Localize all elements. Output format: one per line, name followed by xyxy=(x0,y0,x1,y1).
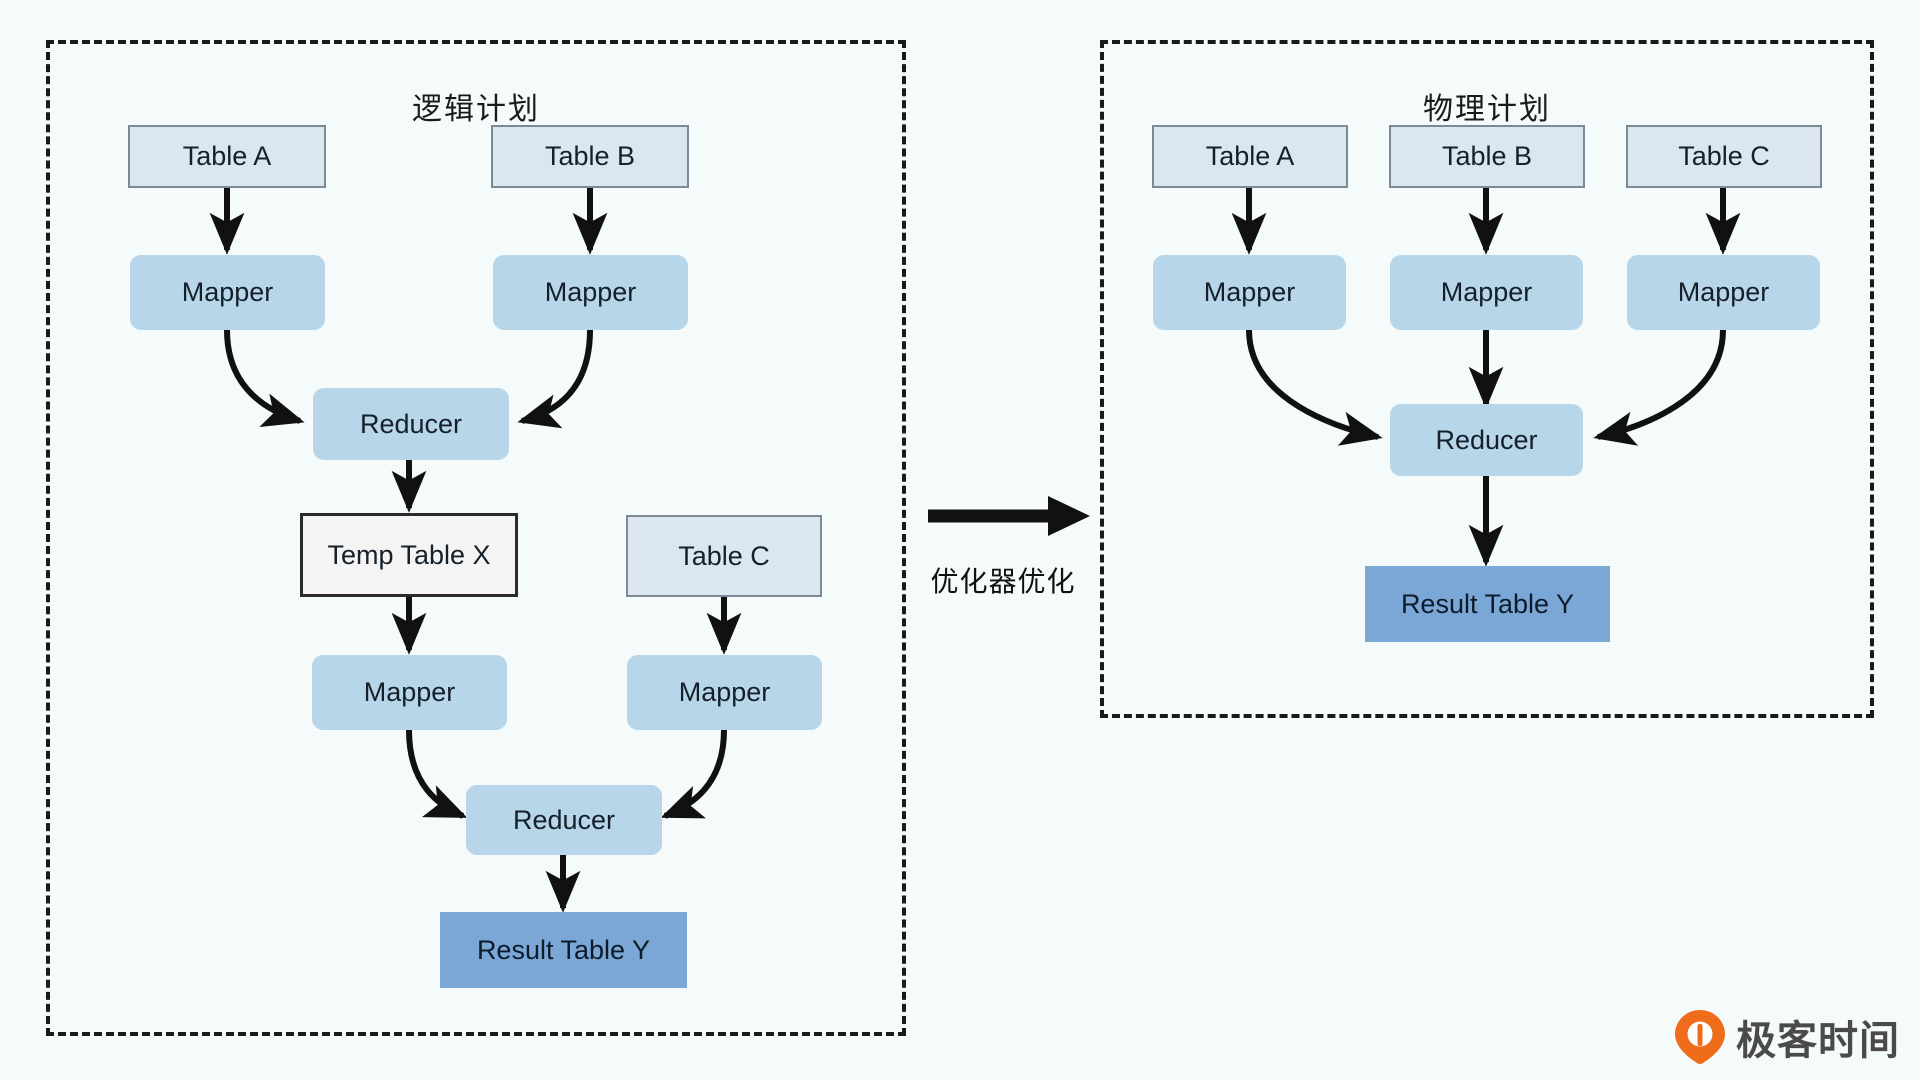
node-label: Mapper xyxy=(363,677,456,707)
node-label: Mapper xyxy=(1440,277,1533,307)
node-physical-mapper-c[interactable]: Mapper xyxy=(1627,255,1820,330)
logical-plan-panel: 逻辑计划 xyxy=(46,40,906,1036)
node-label: Reducer xyxy=(1435,424,1538,455)
node-physical-table-c[interactable]: Table C xyxy=(1626,125,1822,188)
node-logical-mapper-a[interactable]: Mapper xyxy=(130,255,325,330)
node-label: Mapper xyxy=(678,677,771,707)
node-logical-mapper-b[interactable]: Mapper xyxy=(493,255,688,330)
node-label: Table C xyxy=(678,540,770,571)
watermark-text: 极客时间 xyxy=(1736,1019,1900,1063)
node-logical-table-b[interactable]: Table B xyxy=(491,125,689,188)
physical-plan-panel: 物理计划 xyxy=(1100,40,1874,718)
node-physical-reducer[interactable]: Reducer xyxy=(1390,404,1583,476)
watermark: 极客时间 xyxy=(1674,1008,1900,1066)
node-label: Mapper xyxy=(1203,277,1296,307)
node-logical-result-table-y[interactable]: Result Table Y xyxy=(440,912,687,988)
node-logical-mapper-c[interactable]: Mapper xyxy=(627,655,822,730)
node-logical-reducer-2[interactable]: Reducer xyxy=(466,785,662,855)
node-label: Reducer xyxy=(359,408,463,439)
node-label: Temp Table X xyxy=(327,539,491,570)
node-label: Result Table Y xyxy=(476,934,651,965)
node-label: Table A xyxy=(1205,141,1295,171)
node-label: Reducer xyxy=(512,804,616,835)
optimizer-label: 优化器优化 xyxy=(930,566,1076,597)
node-label: Table C xyxy=(1678,141,1770,171)
node-physical-result-table-y[interactable]: Result Table Y xyxy=(1365,566,1610,642)
node-label: Mapper xyxy=(1677,277,1770,307)
node-logical-table-a[interactable]: Table A xyxy=(128,125,326,188)
logical-plan-title: 逻辑计划 xyxy=(412,93,540,126)
node-logical-reducer-1[interactable]: Reducer xyxy=(313,388,509,460)
node-physical-mapper-a[interactable]: Mapper xyxy=(1153,255,1346,330)
node-label: Table B xyxy=(1441,141,1533,171)
node-label: Table B xyxy=(544,141,636,171)
node-label: Mapper xyxy=(544,277,637,307)
node-logical-table-c[interactable]: Table C xyxy=(626,515,822,597)
node-physical-table-a[interactable]: Table A xyxy=(1152,125,1348,188)
node-logical-mapper-temp[interactable]: Mapper xyxy=(312,655,507,730)
node-label: Table A xyxy=(182,141,272,171)
node-label: Mapper xyxy=(181,277,274,307)
physical-plan-title: 物理计划 xyxy=(1423,93,1551,126)
node-physical-mapper-b[interactable]: Mapper xyxy=(1390,255,1583,330)
node-label: Result Table Y xyxy=(1400,588,1575,619)
geektime-pin-icon xyxy=(1675,1010,1725,1064)
optimizer-transform: 优化器优化 xyxy=(905,480,1101,630)
node-physical-table-b[interactable]: Table B xyxy=(1389,125,1585,188)
node-logical-temp-table-x[interactable]: Temp Table X xyxy=(300,513,518,597)
